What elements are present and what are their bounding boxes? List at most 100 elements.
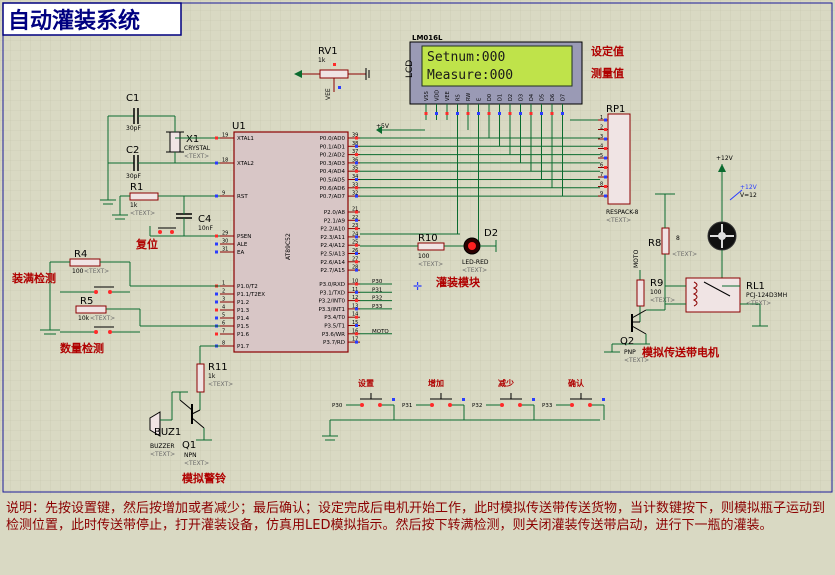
button-contact <box>448 403 452 407</box>
pin-state-marker <box>215 136 218 140</box>
c2-ref: C2 <box>126 145 139 156</box>
pin-state-marker <box>550 112 554 115</box>
pin-state-marker <box>604 118 607 122</box>
pin-state-marker <box>487 112 491 115</box>
lcd-pin-d2: D2 <box>508 94 514 101</box>
u1-pin-number: 39 <box>352 133 358 139</box>
x1-ref: X1 <box>186 134 199 145</box>
r8-ref: R8 <box>648 238 661 249</box>
count-detect-label: 数量检测 <box>60 341 104 355</box>
pin-state-marker <box>462 398 465 401</box>
pin-state-marker <box>355 144 358 148</box>
pin-state-marker <box>215 250 218 254</box>
u1-pin-name: XTAL2 <box>237 161 254 167</box>
u1-pin-number: 4 <box>222 305 225 311</box>
u1-pin-number: 38 <box>352 141 358 147</box>
button-contact <box>360 403 364 407</box>
pin-state-marker <box>355 153 358 157</box>
u1-pin-number: 3 <box>222 297 225 303</box>
alarm-circuit[interactable]: R11 1k <TEXT> BUZ1 BUZZER <TEXT> Q1 NPN … <box>149 345 233 485</box>
u1-pin-name: RST <box>237 194 248 200</box>
u1-pin-name: P2.4/A12 <box>320 243 345 249</box>
u1-pin-name: P2.6/A14 <box>320 260 345 266</box>
pin-state-marker <box>355 268 358 272</box>
u1-pin-name: P0.0/AD0 <box>320 136 346 142</box>
q1-ref: Q1 <box>182 440 196 451</box>
u1-pin-name: P2.1/A9 <box>324 218 346 224</box>
u1-pin-name: P1.5 <box>237 324 250 330</box>
u1-pin-number: 32 <box>352 191 358 197</box>
moto-net: MOTO <box>633 249 640 268</box>
pin-state-marker <box>355 136 358 140</box>
r11-value: 1k <box>208 373 216 380</box>
vcc-5v-lcd: +5V <box>376 123 425 134</box>
lcd-line-2: Measure:000 <box>427 68 513 83</box>
u1-ref: U1 <box>232 121 246 132</box>
button-label: 减少 <box>498 378 514 388</box>
u1-pin-number: 33 <box>352 182 358 188</box>
pin-state-marker <box>215 234 218 238</box>
pin-state-marker <box>498 112 501 115</box>
reset-circuit[interactable]: R1 1k <TEXT> C4 10nF 复位 <box>112 182 220 251</box>
pin-state-marker <box>355 210 358 214</box>
pin-state-marker <box>355 324 358 327</box>
u1-pin-number: 26 <box>352 248 358 254</box>
pin-state-marker <box>215 316 218 320</box>
lcd-pin-d3: D3 <box>519 94 525 101</box>
rp1-text-tag: <TEXT> <box>606 217 631 224</box>
button-p32[interactable]: 减少 P32 <box>472 378 535 420</box>
r9-text-tag: <TEXT> <box>650 297 675 304</box>
pin-state-marker <box>355 178 358 181</box>
rp1-pin-number: 5 <box>600 153 603 159</box>
pin-state-marker <box>435 112 438 115</box>
pin-state-marker <box>355 332 358 336</box>
x1-text-tag: <TEXT> <box>184 153 209 160</box>
u1-at89c52[interactable]: U1 AT89C52 19XTAL118XTAL29RST29PSEN30ALE… <box>215 121 392 353</box>
detect-switches[interactable]: R4 100 <TEXT> 装满检测 R5 10k <TEXT> 数量检测 <box>11 249 220 355</box>
u1-pin-number: 1 <box>222 281 225 287</box>
pin-state-marker <box>445 112 449 115</box>
u1-pin-name: P0.1/AD1 <box>320 144 345 150</box>
u1-pin-name: P2.3/A11 <box>320 235 345 241</box>
button-label: 设置 <box>358 378 374 388</box>
fill-indicator[interactable]: R10 100 <TEXT> D2 LED-RED <TEXT> 灌装模块 ✛ <box>360 228 498 293</box>
lcd-pin-d1: D1 <box>498 94 504 101</box>
r10-value: 100 <box>418 253 430 260</box>
pin-state-marker <box>355 290 358 294</box>
fill-module-label: 灌装模块 <box>436 275 481 289</box>
pin-state-marker <box>604 194 607 198</box>
button-net-label: P32 <box>472 403 482 409</box>
pin-state-marker <box>215 194 218 198</box>
rv1-value: 1k <box>318 57 326 64</box>
pin-state-marker <box>215 300 218 304</box>
conveyor-motor-label: 模拟传送带电机 <box>642 345 719 359</box>
lcd-model: LM016L <box>412 34 443 42</box>
pin-state-marker <box>355 282 358 286</box>
rp1-pin-number: 9 <box>600 191 603 197</box>
u1-pin-number: 37 <box>352 149 358 155</box>
u1-pin-number: 16 <box>352 328 358 334</box>
r11-ref: R11 <box>208 362 228 373</box>
u1-pin-name: P2.0/A8 <box>324 210 346 216</box>
u1-pin-number: 31 <box>222 247 228 253</box>
rl1-text-tag: <TEXT> <box>746 300 771 307</box>
u1-pin-name: P3.1/TXD <box>320 290 345 296</box>
u1-pin-name: P2.5/A13 <box>320 252 345 258</box>
motor-drive[interactable]: +12V +12V V=12 R8 8 <TEXT> MOTO R9 100 <… <box>604 155 787 364</box>
pin-state-marker <box>355 186 358 190</box>
v12-meter-label: +12V <box>740 184 758 191</box>
rv1-potentiometer[interactable]: RV1 1k VEE <box>294 46 370 100</box>
u1-pin-number: 34 <box>352 174 358 180</box>
pin-state-marker <box>355 243 358 247</box>
pin-state-marker <box>604 147 607 150</box>
crystal-circuit[interactable]: C1 30pF C2 30pF X1 CRYSTAL <TEXT> <box>100 93 220 205</box>
u1-pin-name: P3.4/T0 <box>324 315 345 321</box>
